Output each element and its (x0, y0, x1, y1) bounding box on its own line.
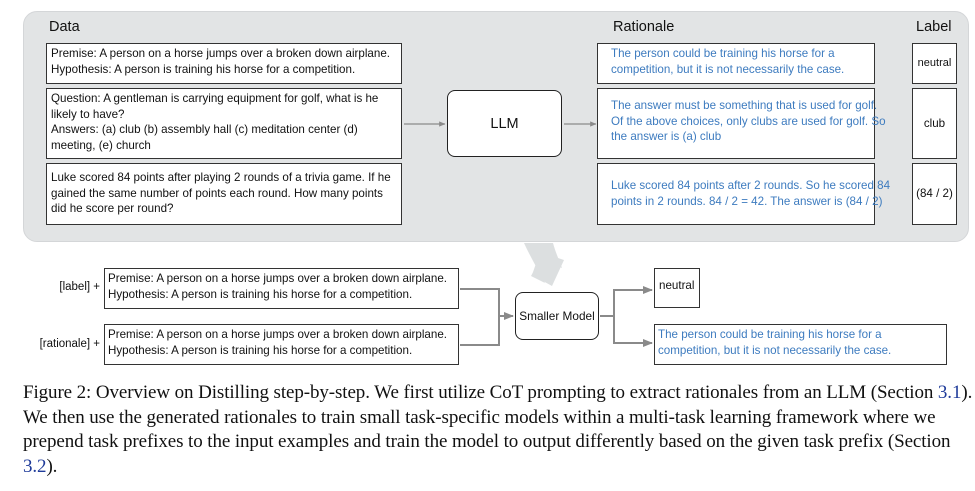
input-line: Premise: A person on a horse jumps over … (108, 328, 447, 341)
input-line: Hypothesis: A person is training his hor… (108, 287, 413, 301)
smaller-model-box: Smaller Model (515, 292, 599, 340)
rationale-box-math: Luke scored 84 points after 2 rounds. So… (597, 163, 891, 225)
input-box-rationale: Premise: A person on a horse jumps over … (104, 324, 459, 365)
rationale-line: the answer is (a) club (611, 130, 722, 143)
data-line: did he score per round? (51, 202, 174, 215)
llm-box: LLM (447, 90, 562, 157)
input-line: Premise: A person on a horse jumps over … (108, 272, 447, 285)
data-header: Data (49, 19, 80, 35)
input-line: Hypothesis: A person is training his hor… (108, 343, 413, 357)
caption-text: ). (46, 455, 58, 477)
data-line: gained the same number of points each ro… (51, 186, 383, 200)
data-line: Luke scored 84 points after playing 2 ro… (51, 171, 391, 184)
distill-arrow-icon (524, 243, 562, 283)
rationale-line: Luke scored 84 points after 2 rounds. So… (611, 179, 891, 192)
rationale-prefix: [rationale] + (39, 338, 100, 350)
rationale-line: The person could be training his horse f… (611, 47, 835, 60)
model-to-label-connector (613, 286, 653, 316)
label-value: club (923, 116, 946, 130)
output-label-box: neutral (654, 268, 700, 308)
data-box-math: Luke scored 84 points after playing 2 ro… (46, 163, 402, 225)
data-line: Answers: (a) club (b) assembly hall (c) … (51, 123, 358, 136)
rationale-header: Rationale (613, 19, 675, 35)
section-ref-link[interactable]: 3.1 (937, 382, 962, 403)
label-header: Label (916, 19, 952, 35)
input-box-label: Premise: A person on a horse jumps over … (104, 268, 459, 309)
rationale-line: Of the above choices, only clubs are use… (611, 114, 886, 128)
output-rationale-box: The person could be training his horse f… (654, 324, 947, 365)
data-line: likely to have? (51, 107, 125, 121)
rationale-box-qa: The answer must be something that is use… (597, 88, 886, 159)
input-rationale-connector (460, 316, 500, 346)
rationale-line: competition, but it is not necessarily t… (611, 62, 845, 76)
label-box-nli: neutral (912, 43, 957, 84)
figure-caption: Figure 2: Overview on Distilling step-by… (23, 381, 973, 479)
label-value: (84 / 2) (916, 187, 953, 201)
data-line: meeting, (e) church (51, 138, 151, 152)
data-line: Hypothesis: A person is training his hor… (51, 62, 356, 76)
caption-text: ). We then use the generated rationales … (23, 382, 973, 452)
data-box-nli: Premise: A person on a horse jumps over … (46, 43, 402, 84)
output-rationale-line: The person could be training his horse f… (658, 328, 882, 341)
label-box-math: (84 / 2) (912, 163, 957, 225)
distill-arrow-head (532, 252, 564, 286)
llm-label: LLM (490, 115, 519, 132)
smaller-model-label: Smaller Model (519, 309, 595, 323)
section-ref-link[interactable]: 3.2 (23, 455, 47, 477)
label-box-qa: club (912, 88, 957, 159)
rationale-line: points in 2 rounds. 84 / 2 = 42. The ans… (611, 194, 883, 208)
data-line: Premise: A person on a horse jumps over … (51, 47, 390, 60)
input-label-connector (460, 288, 500, 316)
label-value: neutral (917, 56, 952, 69)
output-label-value: neutral (659, 279, 695, 293)
data-line: Question: A gentleman is carrying equipm… (51, 92, 379, 105)
caption-text: Figure 2: Overview on Distilling step-by… (23, 382, 938, 403)
output-rationale-line: competition, but it is not necessarily t… (658, 343, 892, 357)
model-to-rationale-connector (613, 316, 653, 347)
data-box-qa: Question: A gentleman is carrying equipm… (46, 88, 402, 159)
label-prefix: [label] + (59, 281, 100, 293)
rationale-line: The answer must be something that is use… (611, 99, 878, 112)
rationale-box-nli: The person could be training his horse f… (597, 43, 875, 84)
